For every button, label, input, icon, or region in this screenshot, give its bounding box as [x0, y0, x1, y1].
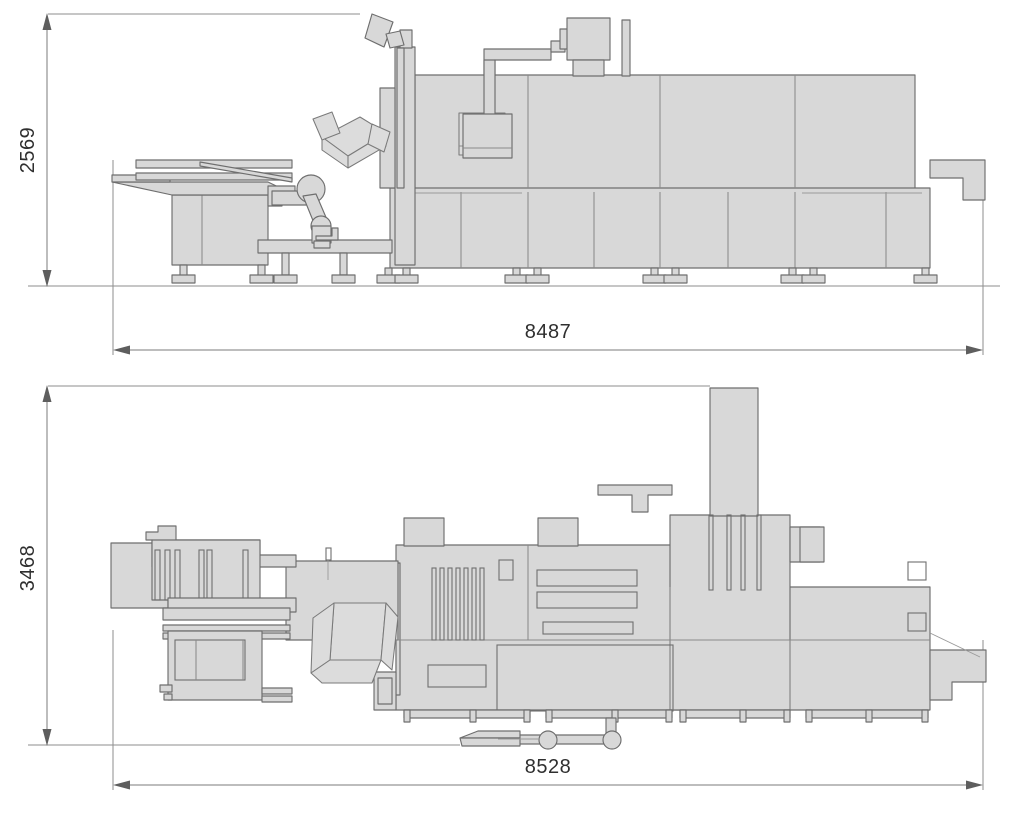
port-square-right-bottom: [907, 612, 927, 632]
foot: [642, 267, 667, 284]
magazine-tab-2: [163, 693, 173, 701]
carton-plan-top: [329, 602, 387, 661]
inclined-feeder-head: [364, 13, 394, 48]
drain-manifold-plan: [459, 717, 622, 750]
side-elevation-view: 2569: [17, 13, 1000, 355]
port-square-left: [498, 559, 514, 581]
carton-flap-right: [367, 123, 391, 153]
carton-flap-left: [312, 111, 341, 141]
carton-plan-flap-bottom: [310, 659, 382, 684]
foot: [913, 267, 938, 284]
vent-stack: [621, 19, 631, 77]
slot-panel-1: [536, 569, 638, 587]
outfeed-chute-elevation: [929, 159, 986, 201]
rail-end-caps: [403, 709, 929, 723]
robot-foot-plate: [313, 240, 331, 249]
foot: [504, 267, 529, 284]
foot: [525, 267, 550, 284]
leveling-feet-elevation: [171, 252, 938, 284]
blower-base-collar: [572, 59, 605, 77]
open-carton-plan: [310, 602, 399, 684]
elevation-reference-lines: [28, 13, 1000, 355]
slot-panel-4: [427, 664, 487, 688]
transfer-rail-upper: [162, 624, 291, 632]
dim-length-arrow-left: [113, 345, 130, 355]
outfeed-chute-plan: [929, 649, 987, 701]
drain-junction-right: [602, 730, 622, 750]
magazine-body-pocket: [151, 539, 261, 601]
inclined-feeder-neck: [385, 30, 405, 49]
base-rail-3: [679, 709, 791, 719]
drain-elbow-pad: [459, 730, 521, 739]
blower-housing: [566, 17, 611, 61]
cabinet-left-shelf: [597, 484, 673, 513]
tower-stack: [709, 387, 759, 517]
foot: [249, 264, 274, 284]
foot: [780, 267, 805, 284]
infeed-magazine-plan: [110, 525, 332, 703]
magazine-tab-1: [159, 684, 173, 693]
cabinet-side-box-2: [799, 526, 825, 563]
foot: [801, 267, 826, 284]
magazine-dividers: [154, 549, 249, 601]
drain-junction-mid: [538, 730, 558, 750]
port-square-right-top: [907, 561, 927, 581]
foot: [394, 267, 419, 284]
plan-panel-details: [396, 514, 930, 712]
dim-length-label: 8487: [525, 321, 572, 343]
foot: [663, 267, 688, 284]
slot-panel-2: [536, 591, 638, 609]
dim-length-arrow-right: [966, 345, 983, 355]
robot-arm-elevation: [271, 174, 339, 249]
dim-width-label: 3468: [17, 545, 39, 592]
outfeed-chamfer-line: [929, 632, 981, 658]
exhaust-plenum-box: [462, 113, 513, 159]
control-cabinet: [669, 514, 791, 711]
left-access-block-inner: [377, 677, 393, 705]
base-rail-2: [545, 709, 673, 719]
dim-height-label: 2569: [17, 127, 39, 174]
dim-length2-label: 8528: [525, 756, 572, 778]
exhaust-and-blower: [462, 17, 631, 159]
robot-base-bracket: [315, 227, 339, 241]
riser-box-left: [403, 517, 445, 547]
base-rail-1: [403, 709, 531, 719]
infeed-cabinet: [171, 194, 269, 266]
open-carton-elevation: [312, 111, 391, 169]
dim-height-arrow-top: [42, 13, 52, 30]
magazine-lower-pocket: [174, 639, 246, 681]
infeed-stacker-elevation: [111, 159, 393, 266]
foot: [171, 264, 196, 284]
foot: [331, 252, 356, 284]
base-frame-rails-plan: [403, 709, 929, 723]
slot-panel-3: [542, 621, 634, 635]
dimension-length-8487: 8487: [113, 321, 983, 355]
lower-outfeed-rail-2: [261, 695, 293, 703]
magazine-lower-body: [162, 607, 291, 621]
dim-length2-arrow-left: [113, 780, 130, 790]
radiator-fin-bank: [431, 567, 485, 641]
dim-height-arrow-bottom: [42, 270, 52, 287]
magazine-diagonal-brace: [199, 161, 293, 183]
dimension-length-8528: 8528: [113, 756, 983, 790]
cabinet-vertical-slots: [708, 514, 762, 591]
main-enclosure-elevation: [389, 74, 931, 269]
outfeed-chute: [929, 159, 986, 201]
plan-view: 3468: [17, 385, 987, 790]
dimension-height-2569: 2569: [17, 13, 52, 287]
dim-width-arrow-bottom: [42, 729, 52, 746]
dim-width-arrow-top: [42, 385, 52, 402]
dim-length2-arrow-right: [966, 780, 983, 790]
riser-box-mid: [537, 517, 579, 547]
carton-plan-flap-right: [380, 602, 399, 671]
sensor-post-head: [325, 547, 332, 561]
lower-outfeed-rail-1: [261, 687, 293, 695]
tower-mast: [396, 47, 405, 189]
magazine-lower-box: [167, 630, 263, 701]
dimension-width-3468: 3468: [17, 385, 52, 746]
foot: [273, 252, 298, 284]
drain-tail: [459, 737, 521, 747]
